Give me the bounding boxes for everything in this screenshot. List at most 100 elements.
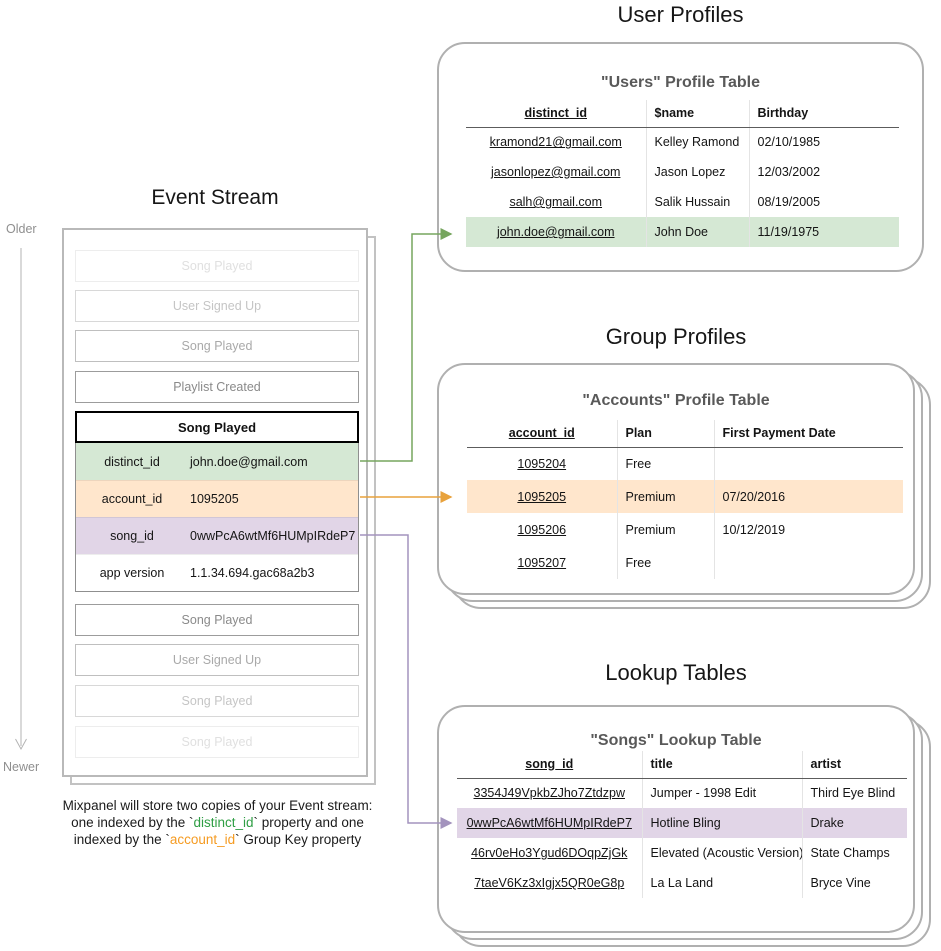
cell-distinct-id: salh@gmail.com bbox=[509, 195, 603, 209]
cell-plan: Premium bbox=[616, 513, 714, 546]
lookup-tables-title: Lookup Tables bbox=[605, 660, 747, 685]
event-stream-container: Song Played User Signed Up Song Played P… bbox=[62, 228, 368, 777]
caption-line1: Mixpanel will store two copies of your E… bbox=[62, 798, 373, 813]
cell-artist: Drake bbox=[801, 808, 907, 838]
event-box: Playlist Created bbox=[75, 371, 359, 403]
users-table-title: "Users" Profile Table bbox=[601, 74, 760, 91]
cell-distinct-id: jasonlopez@gmail.com bbox=[491, 165, 621, 179]
event-label: Song Played bbox=[181, 339, 253, 353]
property-row-distinct-id: distinct_id john.doe@gmail.com bbox=[76, 443, 358, 480]
cell-song-id: 46rv0eHo3Ygud6DOqpZjGk bbox=[471, 846, 628, 860]
cell-first-payment-date: 10/12/2019 bbox=[713, 513, 903, 546]
songs-lookup-table: song_id title artist 3354J49VpkbZJho7Ztd… bbox=[457, 751, 907, 898]
cell-distinct-id: john.doe@gmail.com bbox=[496, 225, 615, 239]
cell-artist: Bryce Vine bbox=[801, 868, 907, 898]
cell-title: La La Land bbox=[641, 868, 802, 898]
property-row-song-id: song_id 0wwPcA6wtMf6HUMpIRdeP7 bbox=[76, 517, 358, 554]
table-row: 1095206 Premium 10/12/2019 bbox=[467, 513, 903, 546]
songs-table-title: "Songs" Lookup Table bbox=[590, 732, 762, 749]
column-header-account-id: account_id bbox=[467, 420, 617, 448]
cell-birthday: 08/19/2005 bbox=[748, 187, 899, 217]
event-box: Song Played bbox=[75, 330, 359, 362]
table-row: 3354J49VpkbZJho7Ztdzpw Jumper - 1998 Edi… bbox=[457, 778, 907, 808]
cell-first-payment-date: 07/20/2016 bbox=[713, 480, 903, 513]
property-key: distinct_id bbox=[104, 454, 160, 469]
property-value: 1.1.34.694.gac68a2b3 bbox=[190, 566, 315, 580]
table-row: 1095207 Free bbox=[467, 546, 903, 579]
event-label: Playlist Created bbox=[173, 380, 261, 394]
event-box: User Signed Up bbox=[75, 290, 359, 322]
timeline-older-label: Older bbox=[6, 222, 37, 236]
column-header-plan: Plan bbox=[616, 420, 714, 448]
event-label: User Signed Up bbox=[172, 299, 262, 313]
cell-birthday: 12/03/2002 bbox=[748, 157, 899, 187]
user-profiles-title: User Profiles bbox=[617, 2, 744, 27]
property-value: john.doe@gmail.com bbox=[190, 454, 308, 469]
cell-song-id: 7taeV6Kz3xIgjx5QR0eG8p bbox=[474, 876, 625, 890]
cell-song-id: 0wwPcA6wtMf6HUMpIRdeP7 bbox=[466, 816, 632, 830]
column-header-birthday: Birthday bbox=[748, 100, 899, 128]
cell-birthday: 11/19/1975 bbox=[748, 217, 899, 247]
cell-song-id: 3354J49VpkbZJho7Ztdzpw bbox=[473, 786, 625, 801]
cell-title: Jumper - 1998 Edit bbox=[641, 778, 802, 808]
cell-first-payment-date bbox=[713, 447, 903, 480]
event-box: User Signed Up bbox=[75, 644, 359, 676]
footer-caption: Mixpanel will store two copies of your E… bbox=[25, 797, 410, 848]
timeline-arrow bbox=[15, 248, 27, 751]
expanded-event-properties: distinct_id john.doe@gmail.com account_i… bbox=[75, 443, 359, 592]
cell-artist: State Champs bbox=[801, 838, 907, 868]
accounts-profile-table: account_id Plan First Payment Date 10952… bbox=[467, 420, 903, 579]
cell-plan: Free bbox=[616, 447, 714, 480]
expanded-event-name: Song Played bbox=[177, 419, 257, 435]
expanded-event-header: Song Played bbox=[75, 411, 359, 443]
table-row: jasonlopez@gmail.com Jason Lopez 12/03/2… bbox=[466, 157, 899, 187]
column-header-song-id: song_id bbox=[457, 751, 642, 779]
column-header-first-payment-date: First Payment Date bbox=[713, 420, 903, 448]
table-row: 46rv0eHo3Ygud6DOqpZjGk Elevated (Acousti… bbox=[457, 838, 907, 868]
event-label: Song Played bbox=[181, 259, 253, 273]
property-value: 1095205 bbox=[190, 492, 239, 506]
cell-account-id: 1095207 bbox=[517, 555, 567, 570]
event-box: Song Played bbox=[75, 726, 359, 758]
event-box: Song Played bbox=[75, 685, 359, 717]
cell-name: Kelley Ramond bbox=[645, 127, 749, 157]
column-header-distinct-id: distinct_id bbox=[466, 100, 646, 128]
event-label: User Signed Up bbox=[172, 653, 262, 667]
table-row-highlighted-purple: 0wwPcA6wtMf6HUMpIRdeP7 Hotline Bling Dra… bbox=[457, 808, 907, 838]
cell-plan: Free bbox=[616, 546, 714, 579]
event-label: Song Played bbox=[181, 613, 253, 627]
cell-title: Elevated (Acoustic Version) bbox=[641, 838, 802, 868]
table-row: 1095204 Free bbox=[467, 447, 903, 480]
event-box: Song Played bbox=[75, 604, 359, 636]
caption-line3: indexed by the `account_id` Group Key pr… bbox=[73, 832, 362, 847]
group-profiles-title: Group Profiles bbox=[605, 324, 747, 349]
cell-account-id: 1095205 bbox=[517, 489, 567, 504]
property-key: song_id bbox=[110, 529, 154, 543]
cell-name: Jason Lopez bbox=[645, 157, 749, 187]
cell-first-payment-date bbox=[713, 546, 903, 579]
column-header-name: $name bbox=[645, 100, 749, 128]
cell-plan: Premium bbox=[616, 480, 714, 513]
table-row-highlighted-orange: 1095205 Premium 07/20/2016 bbox=[467, 480, 903, 513]
event-box: Song Played bbox=[75, 250, 359, 282]
cell-distinct-id: kramond21@gmail.com bbox=[489, 135, 622, 150]
event-label: Song Played bbox=[181, 735, 253, 749]
cell-name: Salik Hussain bbox=[645, 187, 749, 217]
property-key: app version bbox=[99, 566, 165, 580]
table-row: salh@gmail.com Salik Hussain 08/19/2005 bbox=[466, 187, 899, 217]
distinct-id-keyword: distinct_id bbox=[193, 815, 254, 830]
account-id-keyword: account_id bbox=[169, 832, 236, 847]
column-header-artist: artist bbox=[801, 751, 907, 779]
cell-account-id: 1095206 bbox=[517, 522, 567, 537]
table-row-highlighted-green: john.doe@gmail.com John Doe 11/19/1975 bbox=[466, 217, 899, 247]
cell-birthday: 02/10/1985 bbox=[748, 127, 899, 157]
caption-line2: one indexed by the `distinct_id` propert… bbox=[71, 815, 364, 830]
column-header-title: title bbox=[641, 751, 802, 779]
cell-title: Hotline Bling bbox=[641, 808, 802, 838]
property-row-app-version: app version 1.1.34.694.gac68a2b3 bbox=[76, 554, 358, 591]
cell-artist: Third Eye Blind bbox=[801, 778, 907, 808]
table-row: 7taeV6Kz3xIgjx5QR0eG8p La La Land Bryce … bbox=[457, 868, 907, 898]
users-profile-table: distinct_id $name Birthday kramond21@gma… bbox=[466, 100, 899, 247]
table-row: kramond21@gmail.com Kelley Ramond 02/10/… bbox=[466, 127, 899, 157]
